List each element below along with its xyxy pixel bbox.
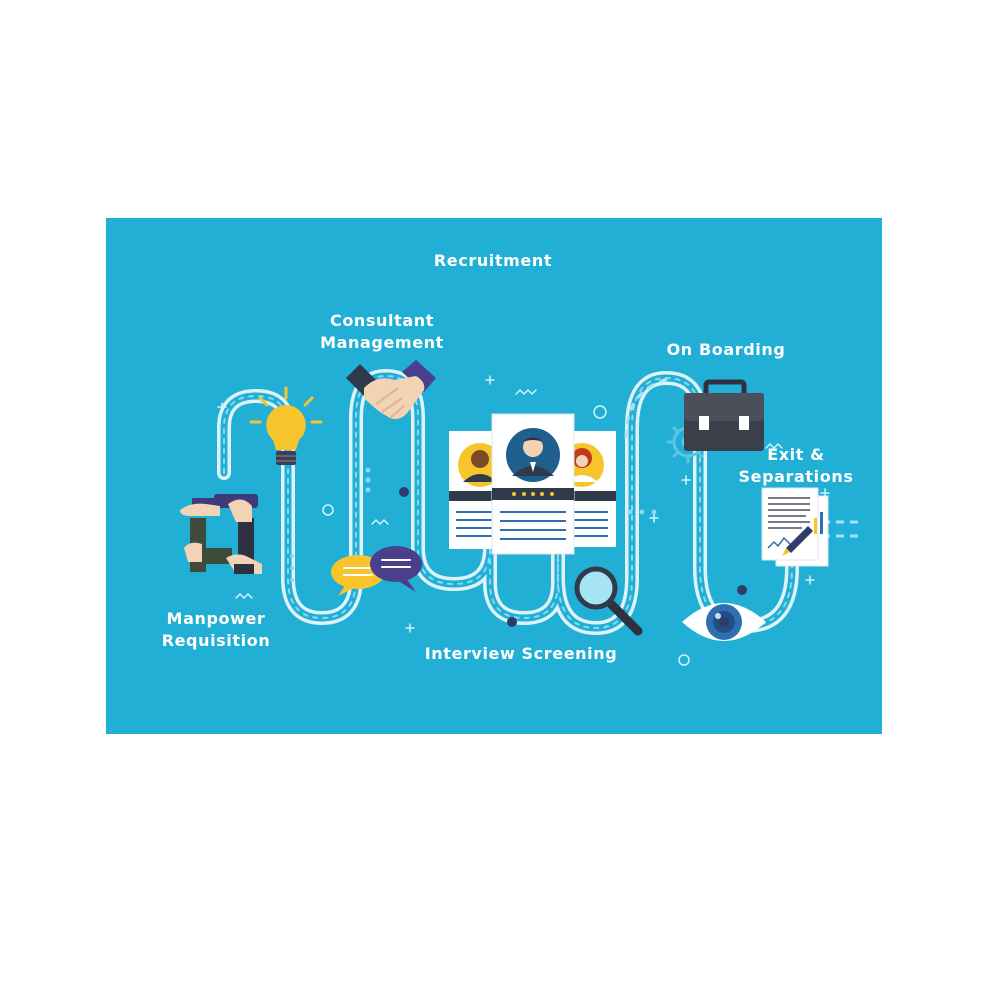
plus-sign [681, 475, 691, 485]
stage-exit-label: Exit & Separations [738, 445, 854, 486]
wave-sign [235, 592, 253, 600]
plus-sign [405, 623, 415, 633]
decorations [217, 375, 830, 666]
stage-interview-label: Interview Screening [424, 644, 618, 663]
plus-sign [649, 513, 659, 523]
candidate-card-center [491, 413, 575, 555]
process-illustration [180, 360, 862, 666]
candidate-cards-icon [449, 413, 616, 555]
plus-sign [805, 575, 815, 585]
dark-dots [399, 487, 747, 627]
chat-bubbles-icon [331, 546, 422, 596]
plus-sign [217, 402, 227, 412]
handshake-icon [346, 360, 436, 420]
ring-dot [593, 405, 607, 419]
lightbulb-icon [249, 386, 323, 465]
magnifier-icon [574, 566, 643, 636]
ring-dot [322, 504, 334, 516]
winding-path [217, 368, 799, 636]
light-dots [290, 467, 657, 582]
wave-sign [765, 442, 783, 450]
documents-icon [761, 487, 829, 567]
ring-dot [678, 654, 690, 666]
briefcase-icon [684, 379, 764, 451]
linked-hands-icon [180, 494, 262, 574]
wave-sign [371, 518, 389, 526]
eye-icon [682, 603, 766, 641]
stage-recruitment-label: Recruitment [433, 251, 553, 270]
stage-consultant-label: Consultant Management [320, 311, 444, 352]
plus-sign [485, 375, 495, 385]
process-banner: Recruitment Consultant Management On Boa… [106, 218, 882, 734]
stage-onboarding-label: On Boarding [666, 340, 786, 359]
stage-manpower-label: Manpower Requisition [161, 609, 271, 650]
path-dashes [223, 374, 793, 630]
wave-sign [515, 388, 537, 396]
